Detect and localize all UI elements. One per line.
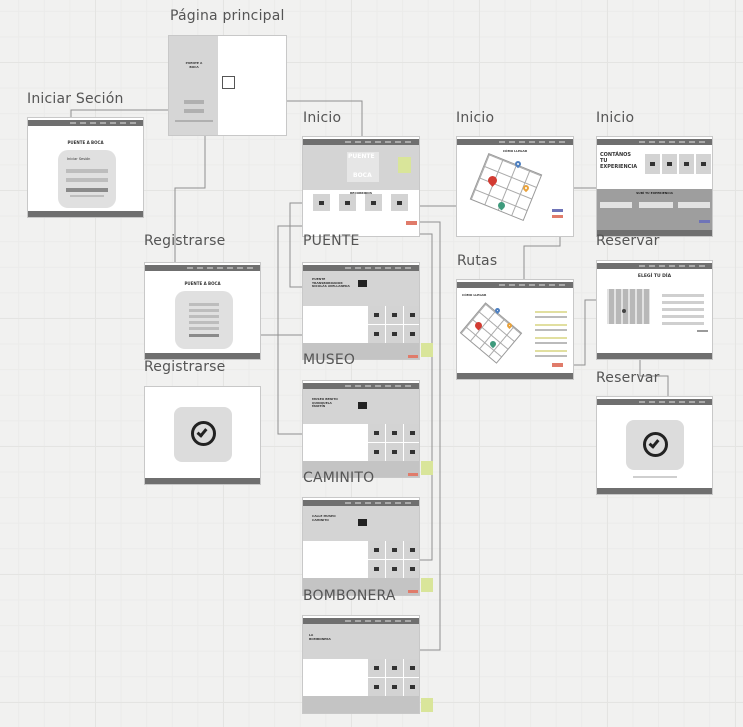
map-grid: [469, 152, 543, 222]
continue-button[interactable]: [697, 330, 708, 332]
check-circle-icon: [191, 421, 216, 446]
upload-field[interactable]: [639, 202, 673, 208]
frame-caminito[interactable]: CALLE MUSEO CAMINITO: [302, 497, 420, 596]
login-card: Iniciar Sesión: [58, 150, 116, 208]
frame-reservar-confirmacion[interactable]: [596, 396, 713, 495]
frame-label-inicio: Inicio: [303, 110, 342, 126]
frame-label-reservar: Reservar: [596, 370, 660, 386]
frame-registrarse-form[interactable]: PUENTE A BOCA: [144, 262, 261, 360]
cta-button[interactable]: [552, 363, 563, 367]
brand-title: PUENTE A BOCA: [185, 61, 203, 69]
upload-field[interactable]: [600, 202, 632, 208]
login-card-title: Iniciar Sesión: [67, 157, 91, 161]
map-title: CÓMO LLEGAR: [502, 149, 528, 153]
selected-day[interactable]: [622, 309, 626, 313]
section-title: RECORRIDOS: [349, 191, 373, 195]
cta-button[interactable]: [406, 221, 417, 225]
routes-title: CÓMO LLEGAR: [462, 293, 487, 297]
tour-card[interactable]: [391, 194, 408, 211]
frame-reservar-dia[interactable]: ELEGÍ TU DÍA: [596, 260, 713, 360]
frame-label-reservar: Reservar: [596, 233, 660, 249]
login-button[interactable]: [184, 100, 204, 104]
hero-title-top: PUENTE: [348, 153, 375, 160]
cta-button[interactable]: [408, 473, 418, 476]
frame-puente[interactable]: PUENTE TRANSBORDADOR NICOLÁS AVELLANEDA: [302, 262, 420, 360]
tour-card[interactable]: [339, 194, 356, 211]
frame-label-iniciar-sesion: Iniciar Seción: [27, 91, 124, 107]
map-grid: [459, 302, 523, 364]
password-input[interactable]: [66, 178, 108, 182]
register-button[interactable]: [184, 109, 204, 113]
place-title: LA BOMBONERA: [309, 633, 331, 641]
calendar[interactable]: [607, 289, 650, 324]
image-placeholder-icon: [222, 76, 235, 89]
frame-label-registrarse: Registrarse: [144, 359, 226, 375]
experience-title: CONTÁNOS TU EXPERIENCIA: [600, 152, 638, 170]
frame-bombonera[interactable]: LA BOMBONERA: [302, 615, 420, 714]
frame-label-inicio: Inicio: [596, 110, 635, 126]
frame-inicio-home[interactable]: PUENTE BOCA RECORRIDOS: [302, 136, 420, 237]
place-title: MUSEO BENITO QUINQUELA MARTÍN: [312, 397, 338, 408]
brand-title: PUENTE A BOCA: [67, 140, 104, 145]
frame-label-registrarse: Registrarse: [144, 233, 226, 249]
frame-inicio-mapa[interactable]: CÓMO LLEGAR: [456, 136, 574, 237]
route-legend: [535, 308, 567, 358]
hero-title-bottom: BOCA: [353, 172, 372, 179]
brand-title: PUENTE A BOCA: [184, 281, 221, 286]
secondary-button[interactable]: [552, 209, 563, 212]
tour-card[interactable]: [313, 194, 330, 211]
place-title: PUENTE TRANSBORDADOR NICOLÁS AVELLANEDA: [312, 277, 350, 288]
register-submit-button[interactable]: [189, 334, 219, 337]
frame-registrarse-confirmacion[interactable]: [144, 386, 261, 485]
frame-label-inicio: Inicio: [456, 110, 495, 126]
frame-label-rutas: Rutas: [457, 253, 498, 269]
cta-button[interactable]: [408, 590, 418, 593]
frame-pagina-principal[interactable]: PUENTE A BOCA: [168, 35, 287, 136]
check-circle-icon: [643, 432, 668, 457]
frame-label-bombonera: BOMBONERA: [303, 588, 396, 604]
tour-card[interactable]: [365, 194, 382, 211]
place-title: CALLE MUSEO CAMINITO: [312, 514, 336, 522]
frame-inicio-experiencia[interactable]: CONTÁNOS TU EXPERIENCIA SUBÍ TU EXPERIEN…: [596, 136, 713, 237]
register-card: [175, 291, 233, 349]
upload-field[interactable]: [678, 202, 710, 208]
submit-button[interactable]: [699, 220, 710, 223]
cta-button[interactable]: [552, 215, 563, 218]
user-input[interactable]: [66, 169, 108, 173]
frame-rutas[interactable]: CÓMO LLEGAR: [456, 279, 574, 380]
login-submit-button[interactable]: [66, 188, 108, 192]
frame-label-caminito: CAMINITO: [303, 470, 375, 486]
frame-iniciar-sesion[interactable]: PUENTE A BOCA Iniciar Sesión: [27, 117, 144, 218]
choose-day-title: ELEGÍ TU DÍA: [637, 274, 672, 279]
frame-label-puente: PUENTE: [303, 233, 360, 249]
upload-title: SUBÍ TU EXPERIENCIA: [636, 191, 673, 195]
frame-museo[interactable]: MUSEO BENITO QUINQUELA MARTÍN: [302, 380, 420, 478]
frame-label-museo: MUSEO: [303, 352, 356, 368]
cta-button[interactable]: [408, 355, 418, 358]
frame-label-pagina-principal: Página principal: [170, 8, 285, 24]
